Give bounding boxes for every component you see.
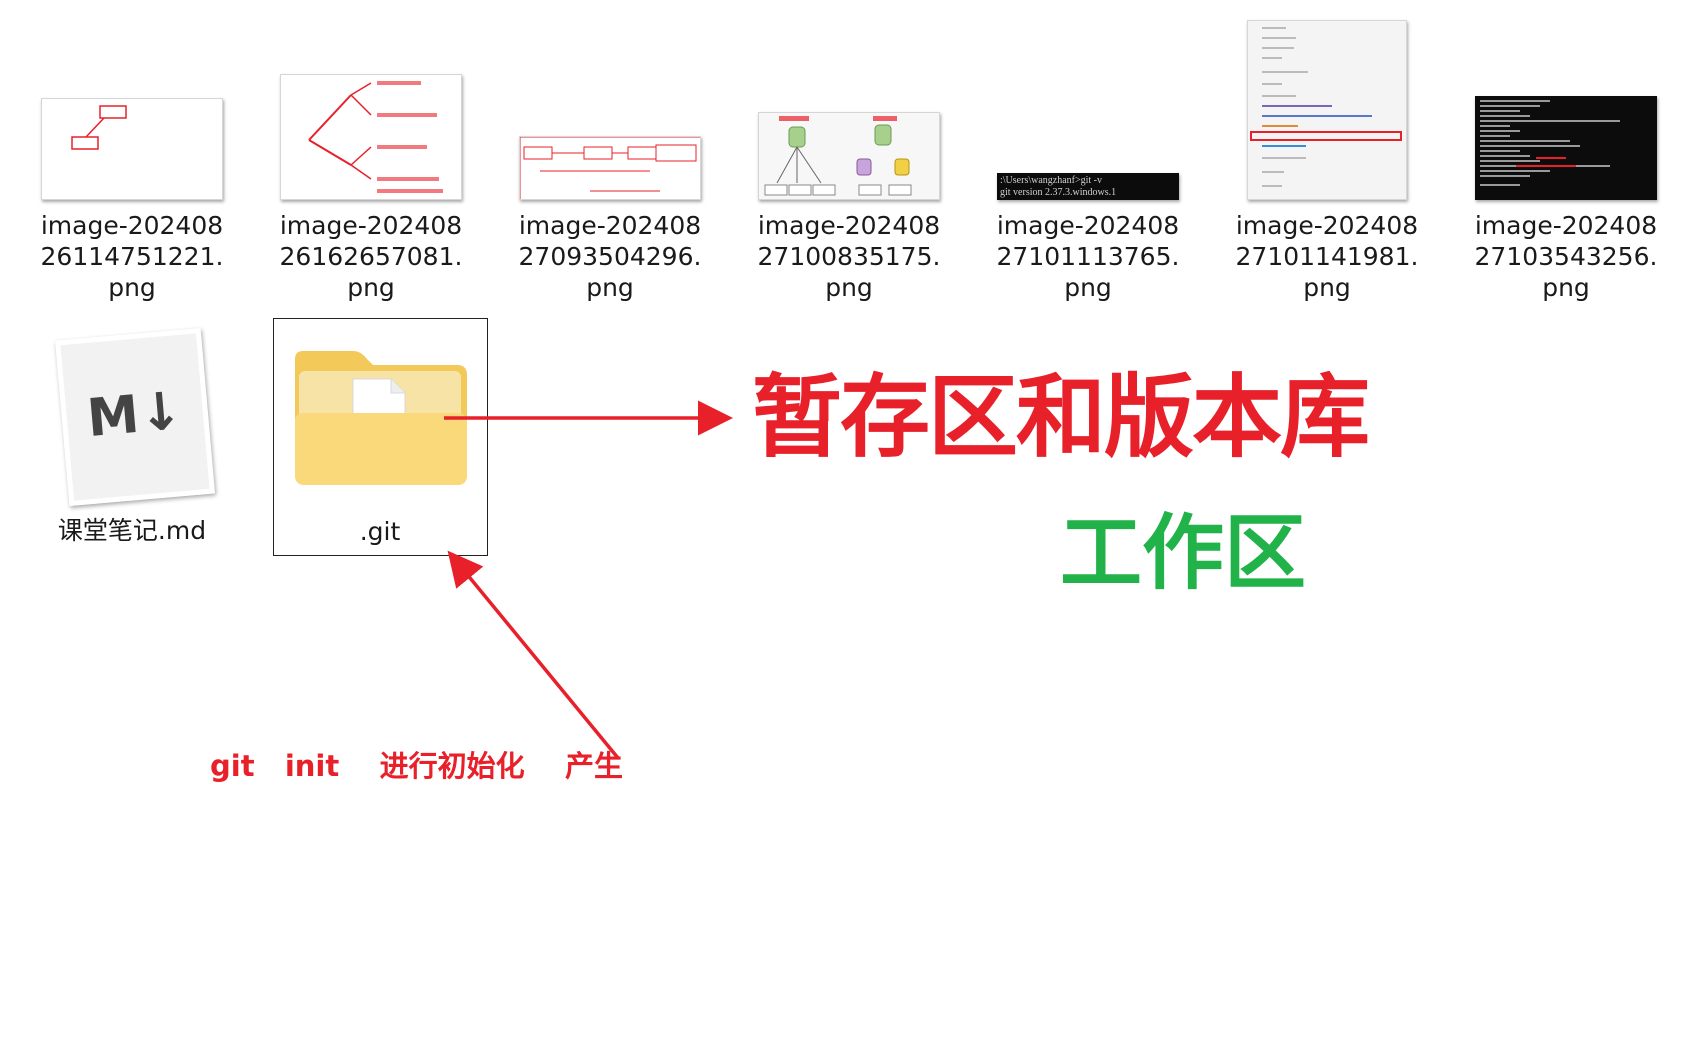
git-init-note: git init 进行初始化 产生 xyxy=(210,749,624,783)
network-diagram-thumbnail xyxy=(764,116,912,196)
file-name[interactable]: 课堂笔记.md xyxy=(57,516,207,545)
thumbnail-image[interactable] xyxy=(41,98,223,200)
highlight-box xyxy=(1250,131,1402,141)
arrow-to-git-folder xyxy=(447,550,620,760)
file-name[interactable]: image-20240826114751221.png xyxy=(40,211,224,302)
red-tree-diagram-thumbnail xyxy=(308,81,443,193)
thumbnail-image[interactable] xyxy=(1475,96,1657,200)
terminal-text-line: :\Users\wangzhanf>git -v xyxy=(1000,175,1103,186)
folder-icon xyxy=(295,351,467,485)
git-folder-item[interactable]: .git xyxy=(273,318,488,556)
flow-diagram-thumbnail xyxy=(520,137,700,199)
file-name[interactable]: image-20240826162657081.png xyxy=(279,211,463,302)
thumbnail-image[interactable]: :\Users\wangzhanf>git -v git version 2.3… xyxy=(997,173,1179,200)
folder-name: .git xyxy=(359,517,401,546)
file-name[interactable]: image-20240827101141981.png xyxy=(1235,211,1419,302)
terminal-text-line: git version 2.37.3.windows.1 xyxy=(1000,187,1117,198)
file-name[interactable]: image-20240827093504296.png xyxy=(518,211,702,302)
markdown-page: M↓ xyxy=(55,327,215,507)
repo-label: 暂存区和版本库 xyxy=(752,365,1370,470)
thumbnail-image[interactable] xyxy=(280,74,462,200)
markdown-icon-glyph: M↓ xyxy=(84,380,185,450)
markdown-file-icon[interactable]: M↓ xyxy=(54,326,215,507)
thumbnail-image[interactable] xyxy=(758,112,940,200)
thumbnail-image[interactable] xyxy=(1247,20,1407,200)
file-name[interactable]: image-20240827101113765.png xyxy=(996,211,1180,302)
file-name[interactable]: image-20240827100835175.png xyxy=(757,211,941,302)
terminal-output-thumbnail xyxy=(1480,100,1620,186)
file-name[interactable]: image-20240827103543256.png xyxy=(1474,211,1658,302)
menu-lines xyxy=(1248,21,1406,199)
thumbnail-image[interactable] xyxy=(519,136,701,200)
work-area-label: 工作区 xyxy=(1060,506,1307,601)
red-diagram-thumbnail xyxy=(71,105,127,150)
